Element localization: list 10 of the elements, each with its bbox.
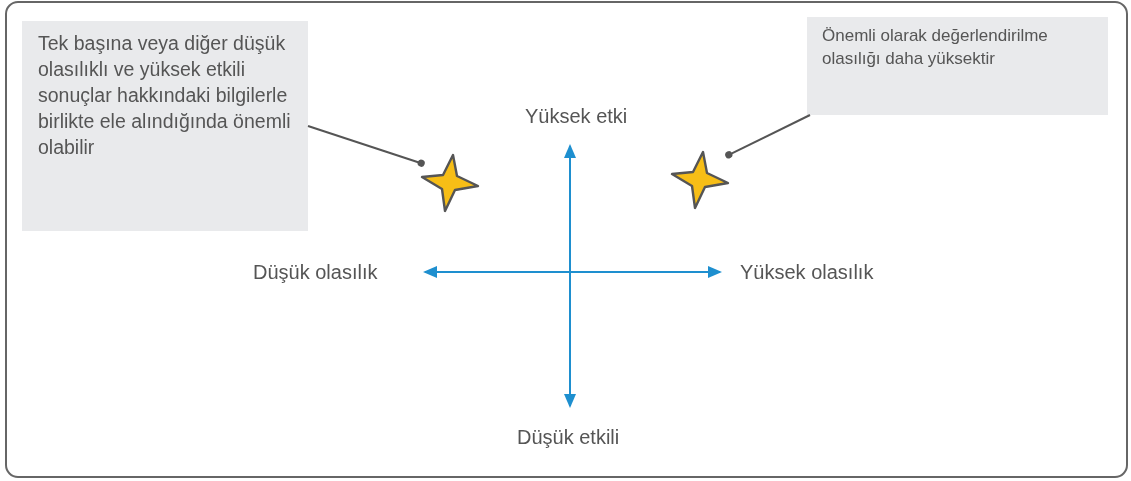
callout-box <box>807 17 1108 115</box>
callout-text: Tek başına veya diğer düşük olasılıklı ve yüksek etkili sonuçlar hakkındaki bilgilerle birlikte ele alındığında önemli olabilir <box>38 31 292 160</box>
axis-label: Yüksek etki <box>525 104 628 128</box>
callout-text: Önemli olarak değerlendirilme olasılığı daha yüksektir <box>822 25 1049 70</box>
axis-label: Düşük etkili <box>517 425 620 449</box>
axis-label: Yüksek olasılık <box>740 260 874 284</box>
axis-label: Düşük olasılık <box>253 260 378 284</box>
leader-line <box>725 114 811 159</box>
callout-box <box>22 21 308 231</box>
leader-line <box>307 125 425 167</box>
